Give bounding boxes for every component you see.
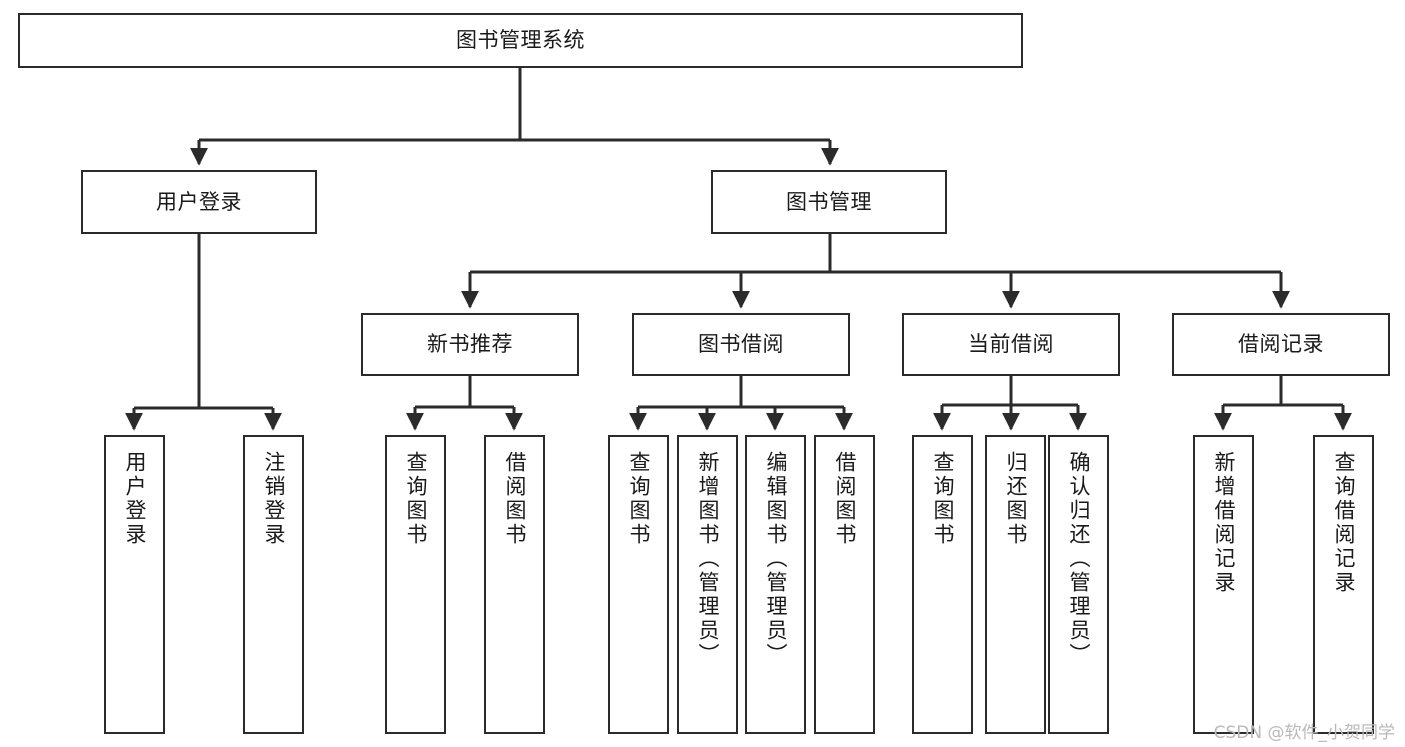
node-leaf-query-record-label: 查询借阅记录 xyxy=(1332,451,1356,595)
node-current-borrow[interactable]: 当前借阅 xyxy=(902,313,1120,376)
node-leaf-query-book-3[interactable]: 查询图书 xyxy=(912,435,973,734)
node-leaf-borrow-book-1[interactable]: 借阅图书 xyxy=(484,435,545,734)
node-new-book-recommend[interactable]: 新书推荐 xyxy=(361,313,579,376)
node-leaf-user-login[interactable]: 用户登录 xyxy=(104,435,165,734)
node-root-label: 图书管理系统 xyxy=(456,28,585,53)
node-book-manage-label: 图书管理 xyxy=(786,189,872,214)
node-leaf-return-book-label: 归还图书 xyxy=(1004,451,1028,547)
node-user-login-label: 用户登录 xyxy=(156,189,242,214)
node-leaf-add-book[interactable]: 新增图书（管理员） xyxy=(677,435,738,734)
node-leaf-query-book-2[interactable]: 查询图书 xyxy=(608,435,669,734)
node-leaf-query-book-1-label: 查询图书 xyxy=(404,451,428,547)
node-book-borrow[interactable]: 图书借阅 xyxy=(632,313,850,376)
node-new-book-recommend-label: 新书推荐 xyxy=(427,332,513,357)
node-leaf-add-record[interactable]: 新增借阅记录 xyxy=(1193,435,1254,734)
node-leaf-borrow-book-1-label: 借阅图书 xyxy=(503,451,527,547)
node-current-borrow-label: 当前借阅 xyxy=(968,332,1054,357)
node-borrow-record-label: 借阅记录 xyxy=(1238,332,1324,357)
node-leaf-borrow-book-2-label: 借阅图书 xyxy=(833,451,857,547)
node-leaf-edit-book-label: 编辑图书（管理员） xyxy=(764,451,788,667)
node-leaf-query-book-3-label: 查询图书 xyxy=(931,451,955,547)
node-book-borrow-label: 图书借阅 xyxy=(698,332,784,357)
node-leaf-return-book[interactable]: 归还图书 xyxy=(985,435,1046,734)
node-borrow-record[interactable]: 借阅记录 xyxy=(1172,313,1390,376)
node-leaf-user-login-label: 用户登录 xyxy=(123,451,147,547)
node-root[interactable]: 图书管理系统 xyxy=(18,13,1023,68)
node-user-login[interactable]: 用户登录 xyxy=(81,170,317,234)
node-leaf-borrow-book-2[interactable]: 借阅图书 xyxy=(814,435,875,734)
node-leaf-edit-book[interactable]: 编辑图书（管理员） xyxy=(745,435,806,734)
node-book-manage[interactable]: 图书管理 xyxy=(711,170,947,234)
csdn-watermark: CSDN @软件_小贺同学 xyxy=(1213,723,1395,743)
node-leaf-confirm-return[interactable]: 确认归还（管理员） xyxy=(1048,435,1109,734)
node-leaf-logout[interactable]: 注销登录 xyxy=(243,435,304,734)
node-leaf-query-book-1[interactable]: 查询图书 xyxy=(385,435,446,734)
node-leaf-add-record-label: 新增借阅记录 xyxy=(1212,451,1236,595)
node-leaf-query-record[interactable]: 查询借阅记录 xyxy=(1313,435,1374,734)
node-leaf-add-book-label: 新增图书（管理员） xyxy=(696,451,720,667)
node-leaf-confirm-return-label: 确认归还（管理员） xyxy=(1067,451,1091,667)
node-leaf-logout-label: 注销登录 xyxy=(262,451,286,547)
node-leaf-query-book-2-label: 查询图书 xyxy=(627,451,651,547)
